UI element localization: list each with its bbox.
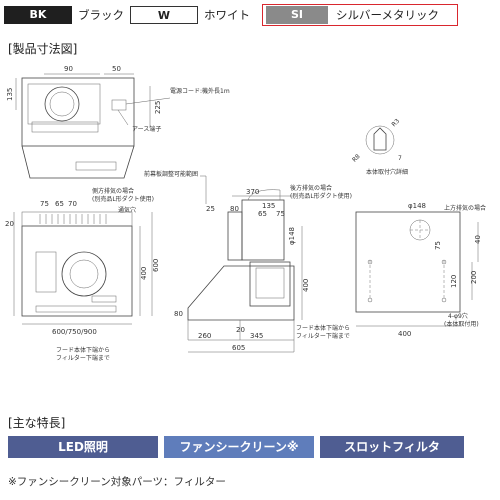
- dim-back-400: 400: [398, 330, 411, 338]
- dim-side-75: 75: [276, 210, 285, 218]
- dim-side-80: 80: [230, 205, 239, 213]
- dimension-drawing: 90 50 135 225 電源コード:機外長1m アース端子 75 65 70…: [5, 65, 486, 362]
- front-plate-range-label: 前幕板調整可能範囲: [144, 170, 198, 178]
- dim-front-400: 400: [140, 267, 148, 280]
- filter-bottom-note-front: フィルター下端まで: [56, 354, 110, 362]
- dim-side-400: 400: [302, 279, 310, 292]
- top-view-body: [21, 77, 135, 147]
- color-chip-black[interactable]: BK: [4, 6, 72, 24]
- fan-unit-side: [249, 261, 291, 307]
- ground-terminal-label: アース端子: [132, 125, 161, 133]
- hood-bottom-note-side: フード本体下端から: [296, 324, 350, 332]
- dim-front-65: 65: [55, 200, 64, 208]
- selected-color-frame: [262, 4, 458, 26]
- top-view: 90 50 135 225 電源コード:機外長1m アース端子: [6, 65, 230, 179]
- feature-fancy-clean: ファンシークリーン※: [164, 436, 314, 458]
- dim-side-65: 65: [258, 210, 267, 218]
- dim-front-20: 20: [5, 220, 14, 228]
- dim-top-50: 50: [112, 65, 121, 73]
- front-view-body: [21, 225, 133, 317]
- dim-back-40: 40: [474, 235, 482, 244]
- duct-connector-top: [44, 86, 80, 122]
- front-view: 75 65 70 20 400 600 600/750/900 側方排気の場合 …: [5, 187, 160, 336]
- side-exhaust-note: (別売品L形ダクト使用): [92, 195, 154, 203]
- hole-note-label: (本体取付用): [444, 320, 479, 328]
- dim-side-260: 260: [198, 332, 211, 340]
- dim-back-200: 200: [470, 271, 478, 284]
- dim-front-75: 75: [40, 200, 49, 208]
- dim-7: 7: [398, 155, 402, 162]
- feature-slot-filter: スロットフィルタ: [320, 436, 464, 458]
- dim-back-148: φ148: [408, 202, 426, 210]
- dim-side-25: 25: [206, 205, 215, 213]
- feature-led-lighting: LED照明: [8, 436, 158, 458]
- cord-label: 電源コード:機外長1m: [170, 87, 230, 95]
- hole-count-label: 4-φ9穴: [448, 312, 468, 320]
- dim-r8: R8: [351, 153, 362, 164]
- dim-side-135: 135: [262, 202, 275, 210]
- mount-hole-detail-label: 本体取付穴詳細: [366, 168, 408, 176]
- dim-front-70: 70: [68, 200, 77, 208]
- hood-canopy: [187, 265, 295, 321]
- dim-side-605: 605: [232, 344, 245, 352]
- mount-hole-detail: [365, 125, 395, 155]
- color-name-black: ブラック: [78, 8, 124, 22]
- dim-back-75: 75: [434, 241, 442, 250]
- color-name-white: ホワイト: [204, 8, 250, 22]
- dim-front-600: 600: [152, 259, 160, 272]
- dim-side-148: φ148: [288, 227, 296, 245]
- duct-body: [241, 199, 285, 261]
- dim-side-345: 345: [250, 332, 263, 340]
- dimensions-section-title: [製品寸法図]: [8, 42, 78, 56]
- dim-r3: R3: [390, 118, 401, 129]
- dim-top-225: 225: [154, 101, 162, 114]
- footnote: ※ファンシークリーン対象パーツ：フィルター: [8, 476, 226, 488]
- width-options: 600/750/900: [52, 328, 97, 336]
- color-chip-white[interactable]: W: [130, 6, 198, 24]
- back-view: R3 R8 7 本体取付穴詳細 φ148 上方排気の場合 40 75 200 1…: [351, 118, 486, 338]
- features-section-title: [主な特長]: [8, 416, 66, 430]
- fan-housing: [61, 251, 107, 297]
- dim-top-135: 135: [6, 88, 14, 101]
- filter-bottom-note-side: フィルター下端まで: [296, 332, 350, 340]
- rear-exhaust-note: (別売品L形ダクト使用): [290, 192, 352, 200]
- side-exhaust-label: 側方排気の場合: [92, 187, 134, 195]
- rear-exhaust-label: 後方排気の場合: [290, 184, 332, 192]
- color-name-silver: シルバーメタリック: [336, 8, 440, 22]
- back-view-body: [355, 211, 461, 313]
- dim-side-370: 370: [246, 188, 259, 196]
- color-legend: BK ブラック W ホワイト SI シルバーメタリック: [4, 4, 496, 26]
- dim-top-90: 90: [64, 65, 73, 73]
- color-chip-silver[interactable]: SI: [266, 6, 328, 24]
- feature-list: LED照明 ファンシークリーン※ スロットフィルタ: [8, 436, 492, 458]
- dim-back-120: 120: [450, 275, 458, 288]
- dim-side-20: 20: [236, 326, 245, 334]
- vent-hole-label: 通気穴: [118, 206, 136, 214]
- side-view: 前幕板調整可能範囲 25 80 370 後方排気の場合 (別売品L形ダクト使用)…: [56, 170, 352, 362]
- dim-side-80b: 80: [174, 310, 183, 318]
- top-exhaust-label: 上方排気の場合: [444, 204, 486, 212]
- hood-bottom-note-front: フード本体下端から: [56, 346, 110, 354]
